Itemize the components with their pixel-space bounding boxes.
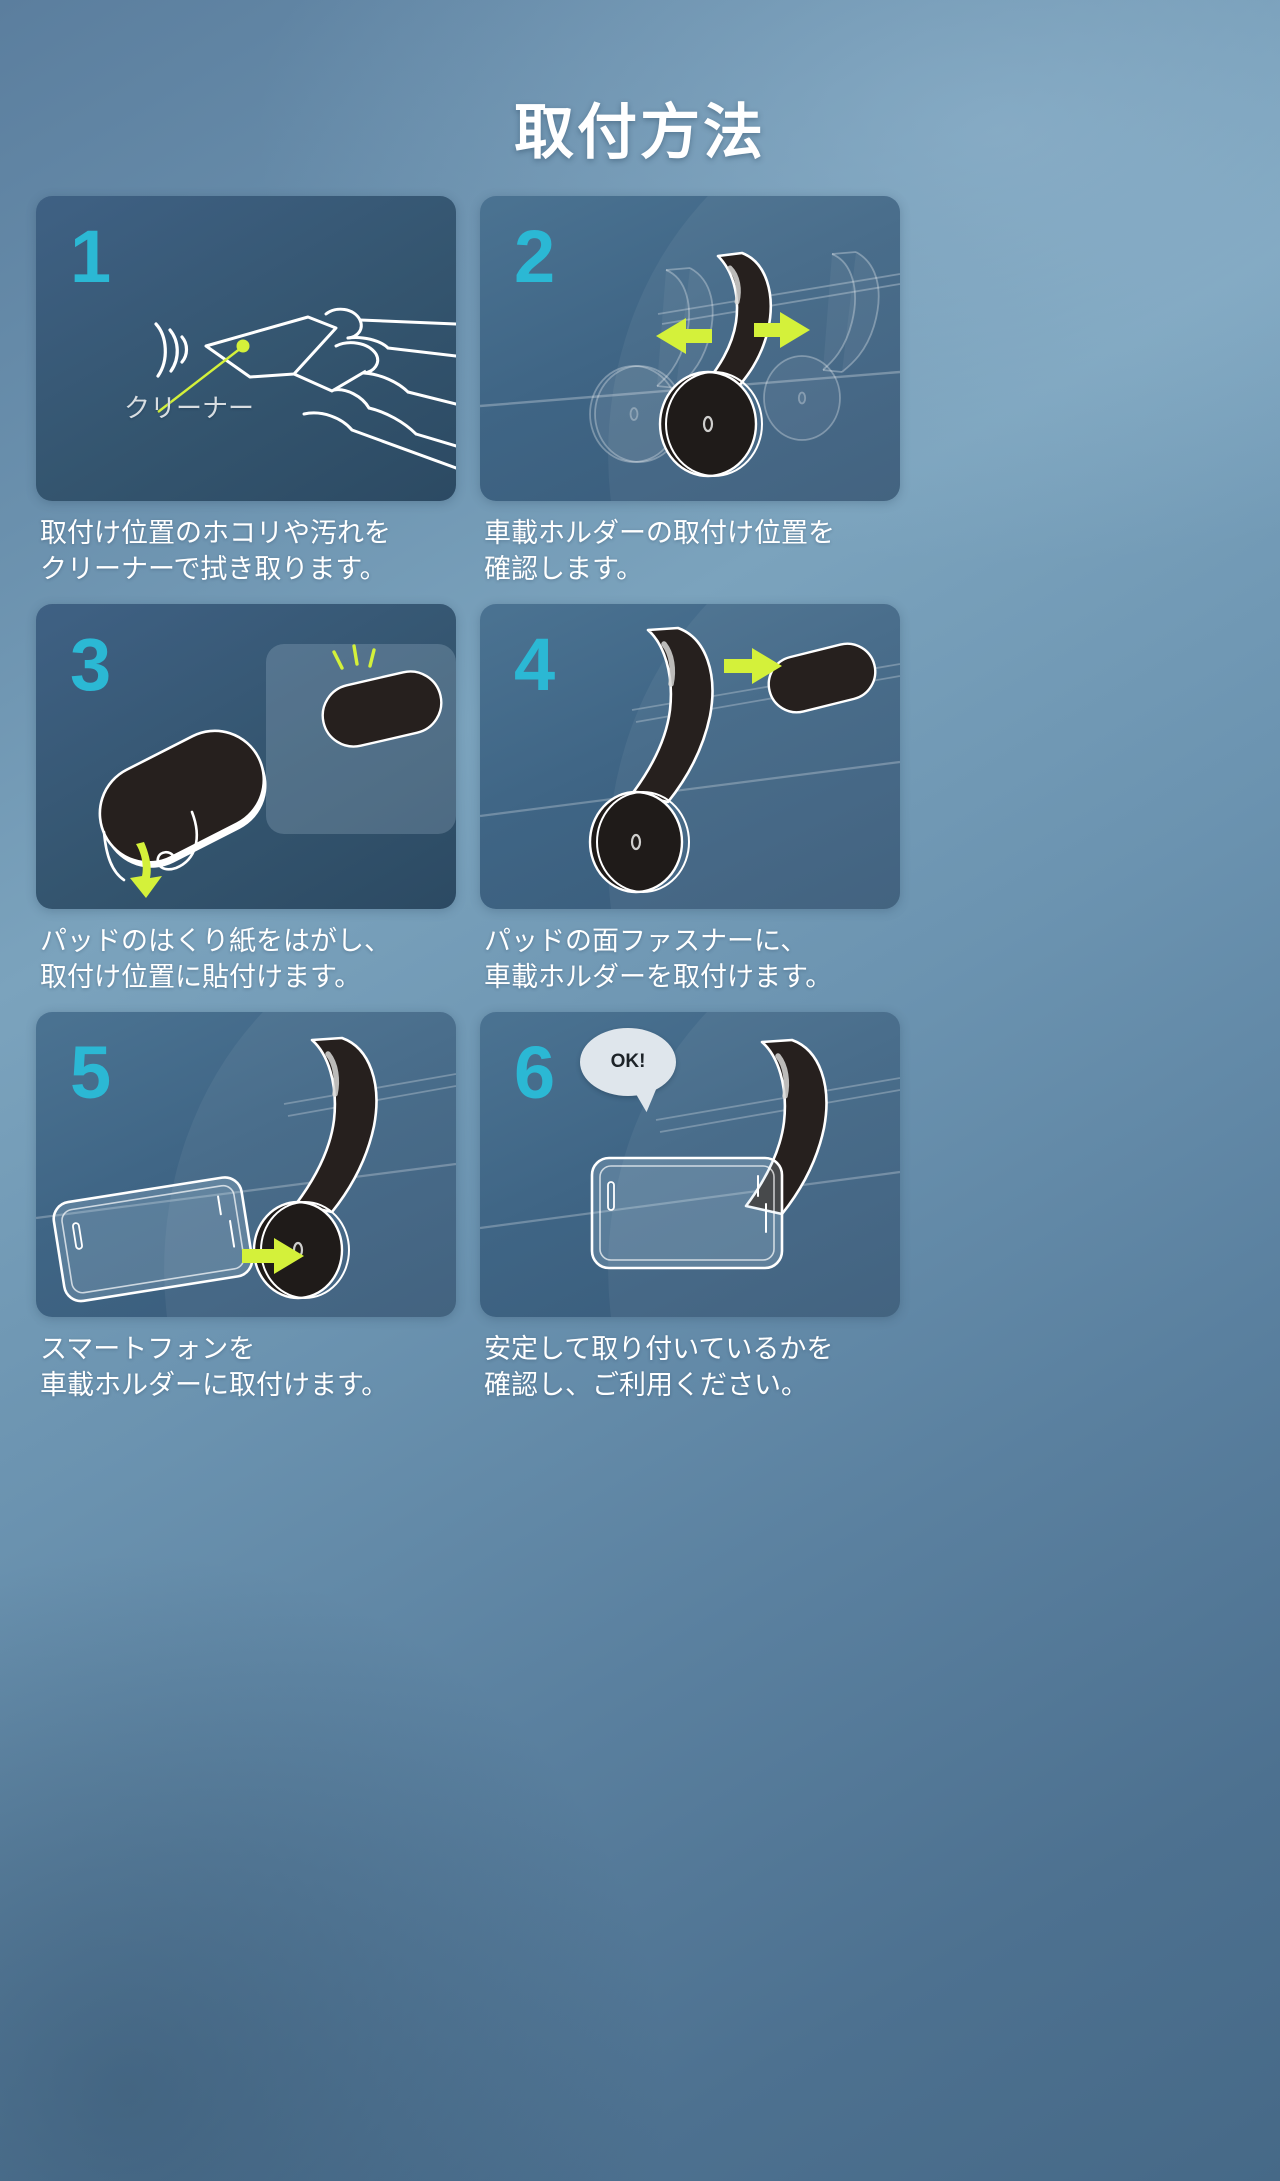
step-number-1: 1	[70, 215, 111, 298]
step-panel-2: 2	[480, 196, 900, 501]
ghost-holder-right	[763, 251, 880, 441]
holder-arm	[744, 1038, 828, 1216]
pad-on-surface	[321, 670, 443, 748]
step-cell-5: 5 スマートフォンを 車載ホルダーに取付けます。	[36, 1011, 456, 1404]
step-panel-1: 1 クリーナー	[36, 196, 456, 501]
step-number-5: 5	[70, 1030, 111, 1114]
step-number-4: 4	[514, 622, 555, 706]
mount-phone-illustration	[36, 1036, 456, 1303]
center-holder	[658, 251, 772, 478]
steps-grid: 1 クリーナー 取付け位置のホコリや汚れを クリーナーで拭き取ります。	[36, 196, 1244, 1420]
attach-holder-illustration	[480, 626, 900, 894]
step-number-6: 6	[514, 1030, 555, 1114]
step-caption-6: 安定して取り付いているかを 確認し、ご利用ください。	[484, 1333, 834, 1401]
page-title: 取付方法	[514, 99, 766, 166]
step-number-2: 2	[514, 215, 555, 298]
sparkle-lines	[332, 644, 376, 670]
holder-position-illustration	[480, 251, 900, 478]
cleaner-annotation-label: クリーナー	[124, 393, 255, 423]
peel-arrow	[130, 841, 162, 898]
step-cell-3: 3 パッドのはくり紙をはがし、 取付け位置に貼付けます。	[36, 603, 456, 996]
step-number-3: 3	[70, 622, 111, 706]
pad-main	[98, 729, 267, 868]
step-panel-4: 4	[480, 603, 900, 909]
step-cell-4: 4 パッドの面ファスナーに、 車載ホルダーを取付けます。	[480, 603, 900, 996]
smartphone	[52, 1175, 254, 1303]
holder-arm	[252, 1036, 378, 1299]
holder-arm	[588, 626, 714, 894]
step-caption-1: 取付け位置のホコリや汚れを クリーナーで拭き取ります。	[40, 518, 391, 585]
mounted-smartphone	[590, 1156, 784, 1270]
step-panel-3: 3	[36, 603, 456, 909]
step-panel-5: 5	[36, 1011, 456, 1317]
step-caption-3: パッドのはくり紙をはがし、 取付け位置に貼付けます。	[40, 925, 391, 993]
cleaner-point	[236, 339, 250, 353]
steps-row-3: 5 スマートフォンを 車載ホルダーに取付けます。	[36, 1011, 1244, 1404]
leader-line	[157, 347, 242, 413]
pad-peel-illustration	[98, 644, 443, 898]
steps-row-1: 1 クリーナー 取付け位置のホコリや汚れを クリーナーで拭き取ります。	[36, 196, 1244, 588]
confirm-illustration	[480, 1038, 900, 1270]
pad-target	[767, 642, 877, 714]
step-panel-6: OK! 6	[480, 1011, 900, 1317]
steps-row-2: 3 パッドのはくり紙をはがし、 取付け位置に貼付けます。	[36, 603, 1244, 996]
attach-arrow	[724, 647, 782, 684]
step-caption-2: 車載ホルダーの取付け位置を 確認します。	[484, 518, 835, 585]
step-cell-6: OK! 6 安定して取り付いているかを 確認し、ご利用ください。	[480, 1011, 900, 1404]
ok-speech-bubble: OK!	[580, 1027, 676, 1096]
cleaning-illustration	[154, 307, 456, 470]
step-caption-5: スマートフォンを 車載ホルダーに取付けます。	[40, 1333, 389, 1401]
step-cell-2: 2 車載ホルダーの取付け位置を 確認します。	[480, 196, 900, 588]
backing-paper	[102, 810, 199, 882]
step-cell-1: 1 クリーナー 取付け位置のホコリや汚れを クリーナーで拭き取ります。	[36, 196, 456, 588]
mount-arrow	[242, 1237, 304, 1274]
step-caption-4: パッドの面ファスナーに、 車載ホルダーを取付けます。	[484, 925, 833, 993]
direction-arrows	[656, 312, 810, 354]
